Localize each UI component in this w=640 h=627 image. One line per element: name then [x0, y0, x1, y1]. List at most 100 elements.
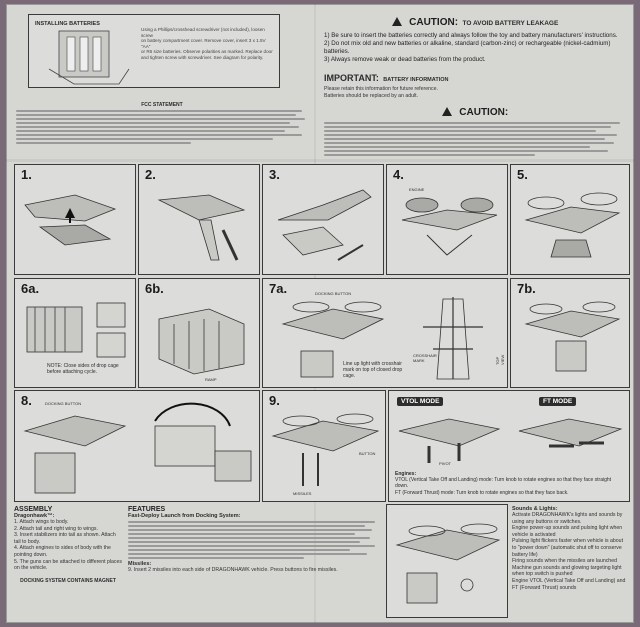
sounds-item: Engine VTOL (Vertical Take Off and Landi…: [512, 577, 626, 591]
important-subtitle: BATTERY INFORMATION: [383, 77, 449, 83]
docking-button-label: DOCKING BUTTON: [315, 291, 352, 296]
assembly-item: 2. Attach tail and right wing to wings.: [14, 525, 98, 532]
step-3-panel: 3.: [262, 164, 384, 275]
caution-leakage: CAUTION: TO AVOID BATTERY LEAKAGE 1) Be …: [324, 12, 626, 158]
caution-item: 3) Always remove weak or dead batteries …: [324, 56, 486, 63]
step-6a-panel: 6a. NOTE: Close sides of drop cage befor…: [14, 278, 136, 388]
step-7a-panel: 7a. DOCKING BUTTON Line up light with cr…: [262, 278, 508, 388]
step-7b-illustration: [524, 301, 621, 372]
caution-title: CAUTION:: [409, 17, 459, 28]
fcc-statement: FCC STATEMENT: [16, 102, 308, 146]
fcc-title: FCC STATEMENT: [141, 102, 183, 108]
missiles-text: 9. Insert 2 missiles into each side of D…: [128, 567, 338, 573]
sounds-item: Machine gun sounds and glowing targeting…: [512, 564, 622, 578]
fold-line-horizontal: [6, 159, 634, 162]
step-number: 9.: [269, 393, 280, 408]
features-subtitle: Fast-Deploy Launch from Docking System:: [128, 513, 241, 519]
battery-compartment-illustration: [48, 30, 130, 85]
step-number: 7a.: [269, 281, 288, 296]
docking-button-label: DOCKING BUTTON: [45, 401, 82, 406]
engine-label: ENGINE: [409, 187, 425, 192]
missiles-title: Missiles:: [128, 561, 152, 567]
step-4-panel: 4. ENGINE: [386, 164, 508, 275]
step-number: 4.: [393, 167, 404, 182]
step-number: 3.: [269, 167, 280, 182]
step-5-illustration: [524, 192, 621, 258]
button-label: BUTTON: [359, 451, 376, 456]
step-5-panel: 5.: [510, 164, 630, 275]
assembly-subtitle: Dragonhawk™:: [14, 513, 55, 519]
mode-panel: VTOL MODE FT MODE PIVOT Engines: VTOL (V…: [388, 390, 630, 502]
features-section: FEATURES Fast-Deploy Launch from Docking…: [128, 506, 380, 574]
assembly-item: 1. Attach wings to body.: [14, 519, 69, 525]
step-6a-note: NOTE: Close sides of drop cage before at…: [47, 363, 119, 375]
battery-install-line: on battery compartment cover. Remove cov…: [141, 38, 266, 49]
step-number: 8.: [21, 393, 32, 408]
important-line: Please retain this information for futur…: [324, 86, 438, 92]
vtol-mode-badge: VTOL MODE: [397, 397, 444, 406]
battery-install-text: Using a Phillips/crosshead screwdriver (…: [141, 27, 275, 61]
top-view-label: TOP VIEW: [495, 354, 505, 365]
step-9-panel: 9. BUTTON MISSILES: [262, 390, 386, 502]
important-title: IMPORTANT:: [324, 73, 379, 83]
step-number: 6b.: [145, 281, 164, 296]
pivot-label: PIVOT: [439, 461, 452, 466]
ft-desc: FT (Forward Thrust) mode: Turn knob to r…: [395, 489, 569, 496]
ramp-label: RAMP: [205, 377, 217, 382]
modes-text: Engines: VTOL (Vertical Take Off and Lan…: [395, 471, 625, 496]
warning-icon: [441, 107, 452, 117]
assembly-section: ASSEMBLY Dragonhawk™: 1. Attach wings to…: [14, 506, 122, 584]
instruction-sheet: INSTALLING BATTERIES Using a Phillips/cr…: [6, 4, 634, 623]
sounds-title: Sounds & Lights:: [512, 506, 558, 512]
caution-subtitle: TO AVOID BATTERY LEAKAGE: [462, 20, 559, 27]
sounds-item: Pulsing light flickers faster when vehic…: [512, 538, 624, 558]
important-line: Batteries should be replaced by an adult…: [324, 92, 419, 99]
step-number: 5.: [517, 167, 528, 182]
step-2-illustration: [157, 194, 246, 261]
step-1-panel: 1.: [14, 164, 136, 275]
step-6b-panel: 6b. RAMP: [138, 278, 260, 388]
docking-magnet-label: DOCKING SYSTEM CONTAINS MAGNET: [20, 577, 116, 584]
step-7a-illustration: [281, 297, 483, 380]
step-6a-illustration: [26, 302, 126, 358]
assembly-title: ASSEMBLY: [14, 506, 53, 513]
sounds-illustration: [395, 523, 501, 604]
battery-install-line: and tighten screw with screwdriver. See …: [141, 54, 264, 60]
caution-second-title: CAUTION:: [459, 107, 509, 119]
battery-install-line: Using a Phillips/crosshead screwdriver (…: [141, 27, 265, 38]
assembly-item: 5. The guns can be attached to different…: [14, 558, 122, 572]
sounds-item: Activate DRAGONHAWK's lights and sounds …: [512, 512, 623, 525]
step-2-panel: 2.: [138, 164, 260, 275]
battery-install-title: INSTALLING BATTERIES: [35, 21, 100, 27]
step-6b-illustration: [158, 308, 245, 375]
sounds-item: Firing sounds when the missiles are laun…: [512, 558, 617, 565]
features-title: FEATURES: [128, 506, 166, 513]
caution-item: 1) Be sure to insert the batteries corre…: [324, 32, 618, 39]
step-number: 6a.: [21, 281, 40, 296]
step-number: 1.: [21, 167, 32, 182]
ft-mode-badge: FT MODE: [539, 397, 577, 406]
missiles-label: MISSILES: [293, 491, 312, 496]
assembly-item: 4. Attach engines to sides of body with …: [14, 545, 111, 558]
step-1-illustration: [24, 194, 117, 246]
step-7a-note: Line up light with crosshair mark on top…: [343, 361, 403, 379]
battery-install-line: or R6 size batteries. Observe polarities…: [141, 49, 273, 55]
step-number: 7b.: [517, 281, 536, 296]
step-8-panel: 8. DOCKING BUTTON: [14, 390, 260, 502]
step-9-illustration: [271, 413, 380, 486]
sounds-section: Sounds & Lights: Activate DRAGONHAWK's l…: [512, 506, 628, 591]
step-7b-panel: 7b.: [510, 278, 630, 388]
step-3-illustration: [277, 189, 372, 261]
engines-title: Engines:: [395, 471, 417, 477]
sounds-illustration-panel: [386, 504, 508, 618]
vtol-desc: VTOL (Vertical Take Off and Landing) mod…: [395, 477, 612, 490]
assembly-item: 3. Insert stabilizers into tail as shown…: [14, 532, 116, 545]
step-number: 2.: [145, 167, 156, 182]
step-8-illustration: [23, 402, 252, 494]
crosshair-label: CROSSHAIR MARK: [413, 353, 437, 363]
battery-install-box: INSTALLING BATTERIES Using a Phillips/cr…: [28, 14, 280, 88]
warning-icon: [391, 17, 402, 26]
mode-illustration: [398, 418, 623, 463]
sounds-item: Engine power-up sounds and pulsing light…: [512, 525, 623, 538]
step-4-illustration: [401, 197, 498, 256]
